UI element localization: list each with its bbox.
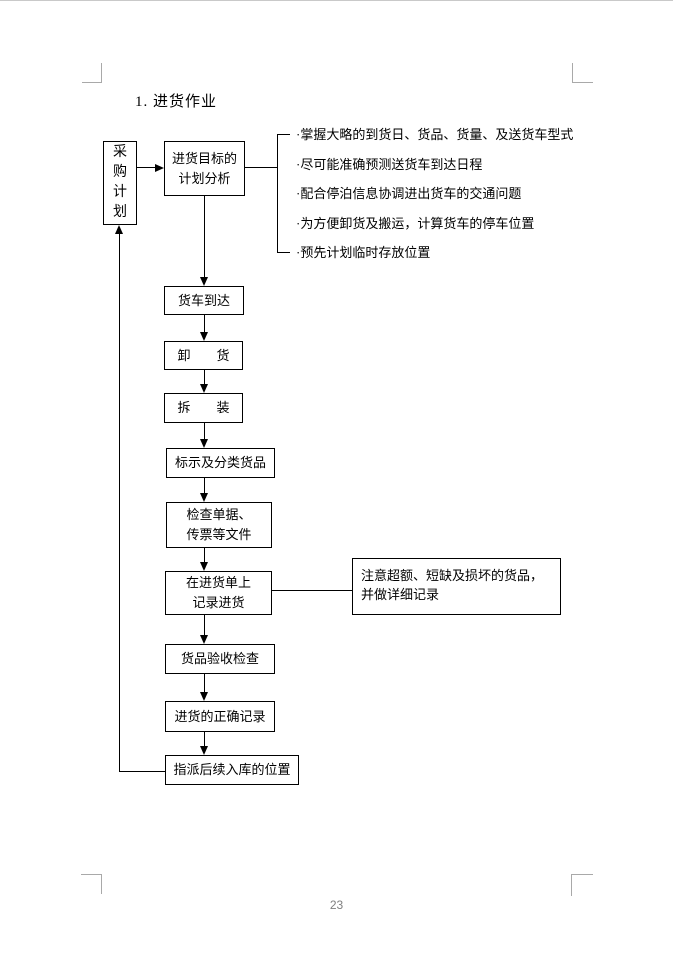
flow-arrow-line bbox=[204, 732, 205, 746]
flow-box-label: 传票等文件 bbox=[186, 527, 252, 542]
arrowhead-right bbox=[155, 164, 164, 172]
flow-box-assign-location: 指派后续入库的位置 bbox=[165, 755, 299, 785]
connector-line bbox=[137, 167, 155, 168]
arrowhead-down bbox=[200, 384, 208, 393]
analysis-note-item: ·配合停泊信息协调进出货车的交通问题 bbox=[296, 186, 522, 201]
flow-arrow-line bbox=[204, 478, 205, 493]
connector-line bbox=[245, 167, 277, 168]
section-title: 1. 进货作业 bbox=[135, 94, 218, 110]
side-note-box: 注意超额、短缺及损坏的货品， 并做详细记录 bbox=[352, 558, 561, 615]
flow-box-label: 进货的正确记录 bbox=[174, 708, 266, 724]
flow-box-label: 货品验收检查 bbox=[180, 651, 259, 666]
flow-box-inspection: 货品验收检查 bbox=[165, 644, 275, 674]
purchase-plan-char: 划 bbox=[113, 205, 127, 220]
feedback-line bbox=[119, 771, 165, 772]
flow-arrow-line bbox=[204, 548, 205, 562]
flow-box-label: 在进货单上 bbox=[185, 575, 251, 590]
flow-box-purchase-plan: 采 购 计 划 bbox=[103, 141, 137, 225]
flow-box-label: 卸 货 bbox=[177, 347, 230, 363]
flow-box-label: 记录进货 bbox=[192, 595, 245, 610]
purchase-plan-char: 购 bbox=[113, 165, 127, 180]
flow-box-label: 进货目标的 bbox=[171, 150, 237, 166]
flow-arrow-line bbox=[204, 196, 205, 277]
analysis-note-item: ·尽可能准确预测送货车到达日程 bbox=[296, 157, 483, 172]
flow-arrow-line bbox=[204, 370, 205, 384]
flow-box-label: 计划分析 bbox=[178, 170, 231, 186]
purchase-plan-char: 计 bbox=[113, 185, 127, 200]
arrowhead-down bbox=[200, 277, 208, 286]
flow-box-label: 检查单据、 bbox=[186, 507, 252, 522]
text-boundary-corner-bottom-right bbox=[571, 874, 593, 896]
connector-line bbox=[272, 590, 352, 591]
bracket-tick bbox=[277, 134, 290, 135]
arrowhead-down bbox=[200, 746, 208, 755]
arrowhead-down bbox=[200, 493, 208, 502]
flow-box-unload: 卸 货 bbox=[164, 341, 243, 370]
flow-arrow-line bbox=[204, 315, 205, 332]
text-boundary-corner-top-left bbox=[82, 63, 102, 83]
text-boundary-corner-top-right bbox=[572, 63, 593, 83]
flow-box-label: 拆 装 bbox=[177, 400, 230, 415]
side-note-line: 注意超额、短缺及损坏的货品， bbox=[361, 568, 544, 583]
arrowhead-down bbox=[200, 562, 208, 571]
arrowhead-down bbox=[200, 692, 208, 701]
arrowhead-down bbox=[200, 332, 208, 341]
text-boundary-corner-bottom-left bbox=[81, 874, 102, 894]
purchase-plan-char: 采 bbox=[113, 145, 127, 160]
page-number: 23 bbox=[329, 898, 344, 912]
flow-box-truck-arrival: 货车到达 bbox=[164, 286, 244, 315]
arrowhead-up bbox=[115, 225, 123, 234]
side-note-line: 并做详细记录 bbox=[361, 587, 440, 602]
flow-box-disassemble: 拆 装 bbox=[164, 393, 243, 423]
flow-box-plan-analysis: 进货目标的 计划分析 bbox=[164, 141, 245, 196]
flow-box-check-documents: 检查单据、 传票等文件 bbox=[166, 502, 272, 548]
flow-box-mark-classify: 标示及分类货品 bbox=[166, 448, 275, 478]
flow-arrow-line bbox=[204, 674, 205, 692]
arrowhead-down bbox=[200, 439, 208, 448]
bracket-tick bbox=[277, 252, 290, 253]
flow-box-record-receipt: 在进货单上 记录进货 bbox=[165, 571, 272, 615]
flow-box-correct-record: 进货的正确记录 bbox=[165, 701, 275, 732]
analysis-note-item: ·为方便卸货及搬运，计算货车的停车位置 bbox=[296, 216, 535, 231]
bracket-line bbox=[277, 134, 278, 253]
flow-box-label: 指派后续入库的位置 bbox=[173, 762, 291, 777]
analysis-note-item: ·掌握大略的到货日、货品、货量、及送货车型式 bbox=[296, 127, 574, 142]
flow-arrow-line bbox=[204, 615, 205, 635]
flow-box-label: 货车到达 bbox=[177, 292, 230, 308]
arrowhead-down bbox=[200, 635, 208, 644]
flow-arrow-line bbox=[204, 423, 205, 439]
feedback-line bbox=[119, 234, 120, 772]
analysis-note-item: ·预先计划临时存放位置 bbox=[296, 245, 431, 260]
flow-box-label: 标示及分类货品 bbox=[174, 455, 266, 470]
